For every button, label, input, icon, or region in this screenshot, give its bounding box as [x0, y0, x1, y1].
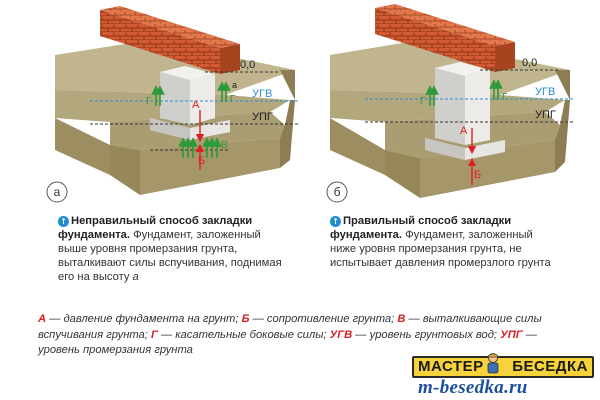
caption-incorrect-var: а: [132, 271, 139, 283]
legend-key-a: А: [38, 313, 47, 325]
legend-text-b: — сопротивление грунта;: [249, 313, 398, 325]
logo-url: m-besedka.ru: [418, 377, 528, 398]
level-lines-right: [365, 69, 575, 123]
force-arrows-left: [151, 81, 231, 170]
legend-key-v: В: [397, 313, 406, 325]
variant-badge-right: б: [326, 181, 348, 203]
force-g-label-right-1: Г: [420, 96, 426, 107]
caption-correct-title: Правильный способ закладки фундамента.: [330, 215, 512, 241]
force-v-label-left: В: [221, 140, 228, 151]
caption-correct: ↑Правильный способ закладки фундамента. …: [330, 214, 560, 270]
legend-text-ugv: — уровень грунтовых вод;: [352, 328, 501, 341]
legend-key-b: Б: [241, 313, 250, 325]
variant-badge-left: а: [46, 181, 68, 203]
site-logo[interactable]: МАСТЕР БЕСЕДКА m-besedka.ru: [404, 353, 594, 400]
left-panel: 0,0 а УГВ УПГ А Б В Г Г а: [46, 6, 300, 203]
legend-text-upg: — уровень промерзания грунта: [38, 328, 537, 357]
force-g-label-left-1: Г: [146, 96, 152, 107]
force-arrows-right: [425, 79, 503, 185]
caption-incorrect-title: Неправильный способ закладки фундамента.: [58, 215, 253, 241]
foundation-right: [425, 62, 505, 160]
caption-incorrect-body: Фундамент, заложенный выше уровня промер…: [58, 229, 282, 283]
ground-level-label-left: 0,0: [240, 59, 255, 71]
logo-word-besedka: БЕСЕДКА: [512, 358, 588, 375]
legend-key-ugv: УГВ: [329, 328, 353, 341]
force-g-label-right-2: Г: [502, 92, 508, 103]
legend-text-v: — выталкивающие силы вспучивания грунта;: [38, 313, 542, 341]
ugv-label-right: УГВ: [535, 86, 555, 98]
upg-label-right: УПГ: [535, 109, 556, 121]
info-icon: ↑: [58, 216, 69, 227]
legend: А — давление фундамента на грунт; Б — со…: [38, 312, 578, 359]
force-b-label-right: Б: [474, 169, 481, 181]
force-b-label-left: Б: [198, 155, 205, 167]
force-a-label-left: А: [192, 99, 200, 111]
info-icon: ↑: [330, 216, 341, 227]
logo-banner: МАСТЕР БЕСЕДКА: [412, 356, 594, 378]
caption-incorrect: ↑Неправильный способ закладки фундамента…: [58, 214, 288, 284]
legend-text-a: — давление фундамента на грунт;: [46, 313, 242, 325]
logo-word-master: МАСТЕР: [418, 358, 484, 375]
builder-figure-icon: [486, 353, 500, 374]
force-g-label-left-2: Г: [230, 94, 236, 105]
variant-badge-left-text: а: [54, 185, 61, 199]
caption-correct-body: Фундамент, заложенный ниже уровня промер…: [330, 229, 551, 269]
brick-wall-left: [100, 6, 240, 74]
force-a-label-right: А: [460, 125, 468, 137]
ground-level-label-right: 0,0: [522, 57, 537, 69]
legend-key-g: Г: [150, 328, 158, 341]
upg-label-left: УПГ: [252, 111, 273, 123]
brick-wall-right: [375, 4, 515, 72]
right-panel: 0,0 УГВ УПГ А Б Г Г б: [326, 4, 575, 203]
variant-badge-right-text: б: [334, 185, 341, 199]
legend-key-upg: УПГ: [500, 328, 523, 341]
legend-text-g: — касательные боковые силы;: [157, 328, 330, 341]
ugv-label-left: УГВ: [252, 88, 272, 100]
lift-height-label-left: а: [232, 80, 237, 90]
